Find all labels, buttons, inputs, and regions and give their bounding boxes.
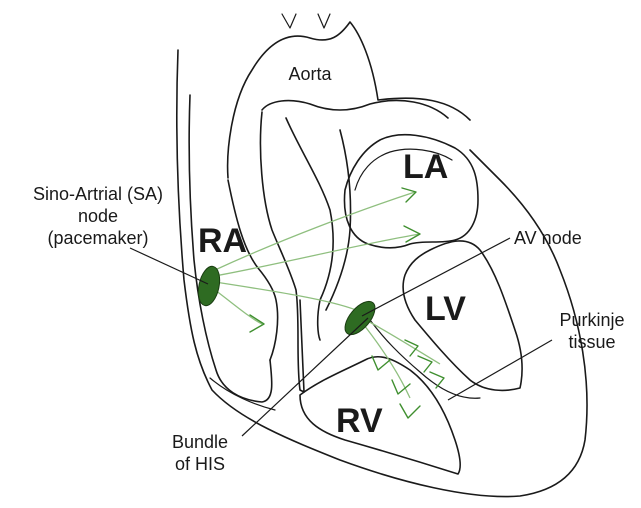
label-purkinje-line1: Purkinje	[559, 310, 624, 330]
aorta-inner-wall	[262, 100, 448, 118]
label-sa-node-line3: (pacemaker)	[47, 228, 148, 248]
sa-node-leader	[130, 248, 208, 284]
right-atrium-floor	[210, 378, 275, 410]
vessel-stub-right	[318, 14, 330, 28]
label-rv: RV	[336, 402, 383, 440]
septum-left	[228, 180, 278, 360]
label-lv: LV	[425, 290, 466, 328]
arrow-icon	[405, 340, 418, 356]
label-aorta: Aorta	[288, 64, 332, 84]
label-av-node: AV node	[514, 228, 582, 248]
label-purkinje-line2: tissue	[568, 332, 615, 352]
label-ra: RA	[198, 222, 247, 260]
septum-right	[260, 112, 304, 392]
label-la: LA	[403, 148, 448, 186]
label-sa-node-line1: Sino-Artrial (SA)	[33, 184, 163, 204]
label-sa-node-line2: node	[78, 206, 118, 226]
pulmonary-trunk	[286, 118, 333, 340]
arrow-icon	[400, 404, 420, 418]
conduction-arrows	[250, 188, 444, 418]
vessel-stub-left	[282, 14, 296, 28]
label-bundle-line1: Bundle	[172, 432, 228, 452]
label-bundle-line2: of HIS	[175, 454, 225, 474]
av-node	[339, 296, 380, 339]
